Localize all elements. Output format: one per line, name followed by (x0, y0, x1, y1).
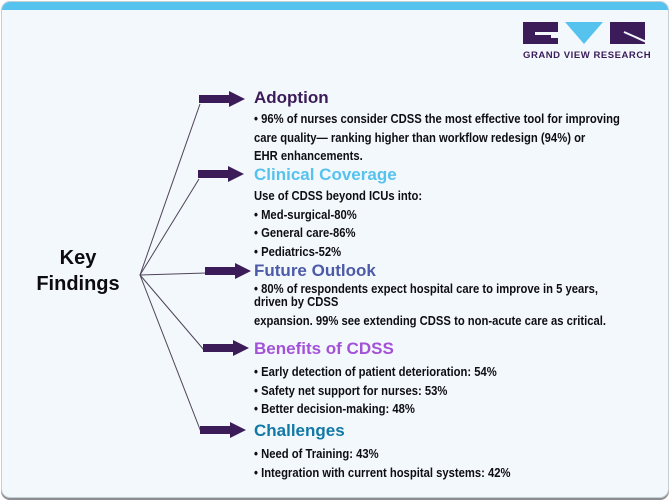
logo-letter-v-triangle-icon (565, 22, 603, 44)
connector-line (139, 274, 202, 433)
arrow-icon (198, 166, 244, 182)
section-body: Use of CDSS beyond ICUs into: • Med-surg… (254, 187, 422, 261)
logo-g-notch (551, 35, 558, 38)
body-line: • Safety net support for nurses: 53% (254, 383, 448, 398)
body-line: EHR enhancements. (254, 149, 363, 163)
section-body: • Need of Training: 43% • Integration wi… (254, 445, 511, 482)
section-body: • Early detection of patient deteriorati… (254, 363, 497, 419)
logo-g-stripe (535, 32, 558, 35)
logo-blocks (523, 22, 645, 44)
body-line: care quality— ranking higher than workfl… (254, 130, 586, 145)
section-title: Adoption (254, 88, 329, 107)
body-line: • 80% of respondents expect hospital car… (254, 282, 599, 296)
arrow-head (228, 166, 244, 182)
arrow-shaft (203, 344, 233, 352)
section-challenges: Challenges • Need of Training: 43% • Int… (254, 421, 539, 482)
body-line: Use of CDSS beyond ICUs into: (254, 189, 423, 203)
arrow-shaft (198, 170, 228, 178)
arrow-shaft (199, 95, 229, 103)
section-body: • 96% of nurses consider CDSS the most e… (254, 110, 620, 166)
section-title: Benefits of CDSS (254, 339, 394, 358)
connector-line (139, 272, 207, 276)
connector-line (139, 178, 200, 276)
arrow-head (235, 263, 251, 279)
body-line: • 96% of nurses consider CDSS the most e… (254, 112, 620, 126)
body-line: expansion. 99% see extending CDSS to non… (254, 314, 606, 328)
section-title: Future Outlook (254, 261, 376, 280)
body-line: • Med-surgical-80% (254, 207, 357, 222)
arrow-icon (205, 263, 251, 279)
body-line: • Early detection of patient deteriorati… (254, 365, 497, 379)
body-line: • General care-86% (254, 226, 356, 240)
arrow-shaft (205, 267, 235, 275)
logo-letter-r-icon (610, 22, 645, 44)
body-line: • Pediatrics-52% (254, 244, 342, 259)
arrow-head (230, 422, 246, 438)
arrow-icon (199, 91, 245, 107)
logo-letter-g-icon (523, 22, 558, 44)
section-title: Challenges (254, 421, 345, 440)
section-clinical-coverage: Clinical Coverage Use of CDSS beyond ICU… (254, 165, 441, 261)
body-line: • Integration with current hospital syst… (254, 465, 511, 480)
section-body: • 80% of respondents expect hospital car… (254, 283, 606, 331)
body-line: driven by CDSS (254, 295, 339, 309)
section-benefits: Benefits of CDSS • Early detection of pa… (254, 339, 524, 419)
diagram-title: Key Findings (36, 247, 120, 295)
arrow-shaft (200, 426, 230, 434)
top-accent-bar (2, 2, 668, 10)
arrow-icon (200, 422, 246, 438)
brand-logo: GRAND VIEW RESEARCH (523, 22, 652, 61)
arrow-icon (203, 340, 249, 356)
section-adoption: Adoption • 96% of nurses consider CDSS t… (254, 88, 661, 166)
brand-name: GRAND VIEW RESEARCH (523, 50, 652, 61)
body-line: • Need of Training: 43% (254, 447, 379, 461)
body-line: • Better decision-making: 48% (254, 402, 415, 416)
connector-line (139, 274, 205, 351)
arrow-head (229, 91, 245, 107)
section-title: Clinical Coverage (254, 165, 397, 184)
connector-line (139, 103, 201, 276)
section-future-outlook: Future Outlook • 80% of respondents expe… (254, 261, 645, 331)
arrow-head (233, 340, 249, 356)
